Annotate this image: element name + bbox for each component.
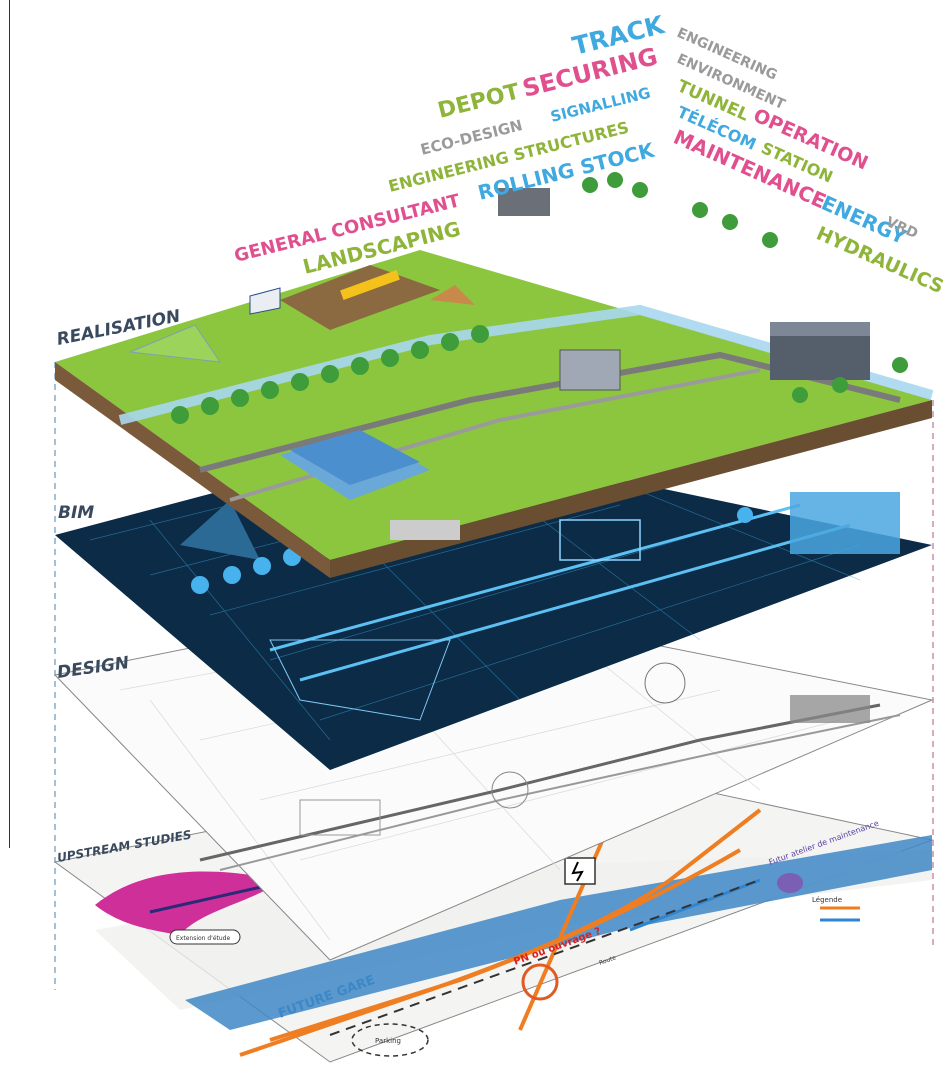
left-border-line [9,0,10,848]
upstream-studies-layer [53,759,934,1063]
map-label-parking: Parking [375,1037,401,1045]
discipline-depot: DEPOT [435,79,522,123]
layer-label-bim: BIM [58,503,94,523]
map-label-legende: Légende [812,896,842,904]
map-label-zone-etude: Extension d'étude [176,935,230,942]
realisation-layer [55,172,934,578]
